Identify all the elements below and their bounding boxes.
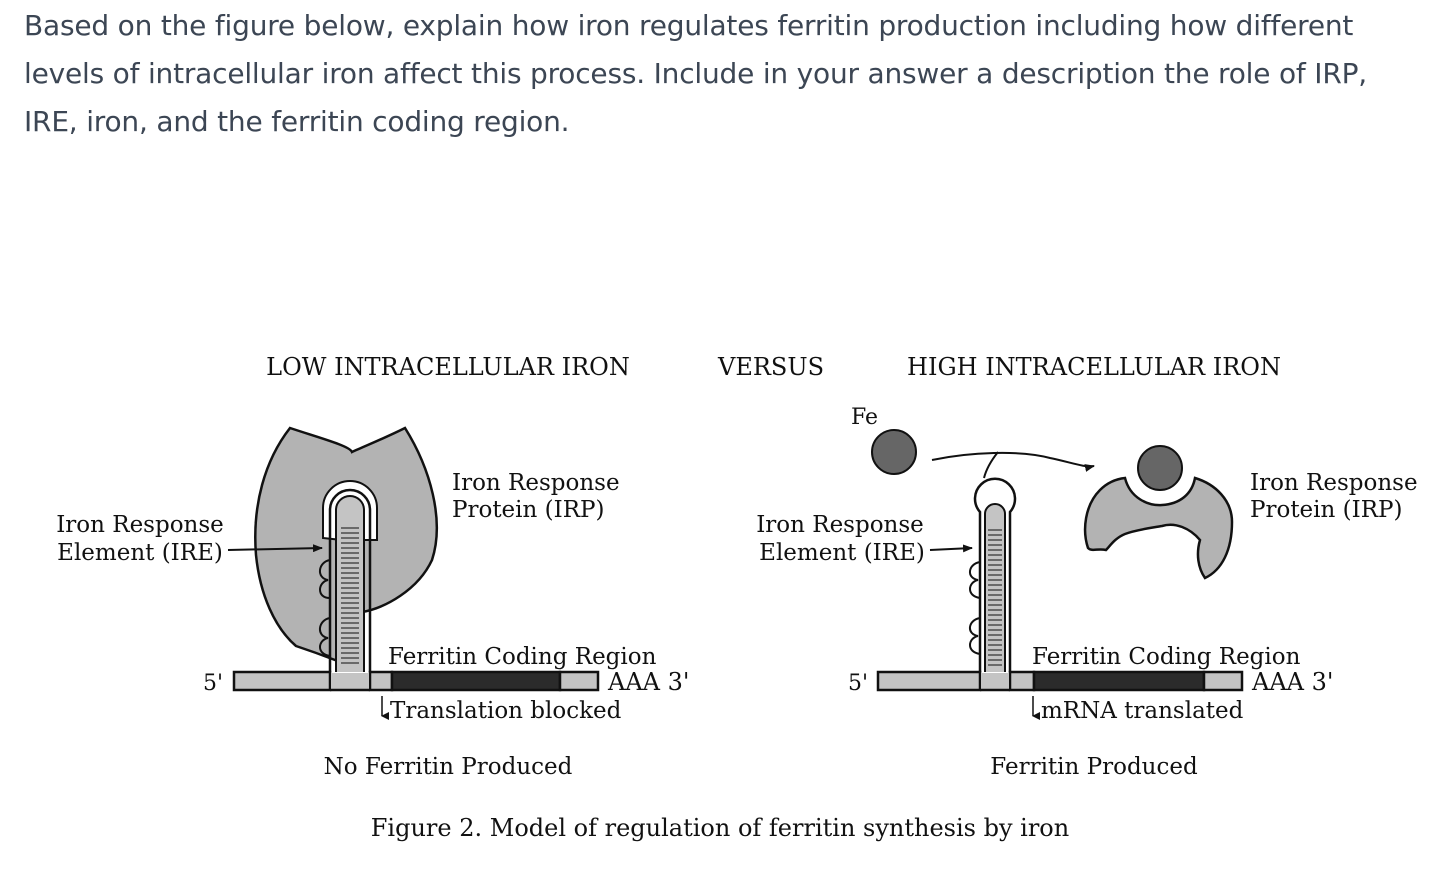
right-panel: Fe [756,405,1417,780]
right-five-prime: 5' [848,671,868,696]
heading-low-iron: LOW INTRACELLULAR IRON [266,353,630,381]
fe-label: Fe [851,405,878,430]
left-irp-label-line2: Protein (IRP) [452,497,604,523]
left-ire-label-line2: Element (IRE) [57,540,223,566]
left-poly-a-label: AAA 3' [607,668,690,696]
iron-binding-arrow [932,453,1094,466]
right-ferritin-coding-region [1034,672,1204,690]
left-five-prime: 5' [203,671,223,696]
right-coding-region-label: Ferritin Coding Region [1032,644,1301,670]
iron-atom [872,430,916,474]
mrna-5prime-leader [234,672,330,690]
left-coding-region-label: Ferritin Coding Region [388,644,657,670]
left-translation-status: Translation blocked [390,698,622,724]
right-irp-label-line2: Protein (IRP) [1250,497,1402,523]
heading-high-iron: HIGH INTRACELLULAR IRON [907,353,1281,381]
right-ire-arrow [930,548,972,550]
left-outcome: No Ferritin Produced [324,754,573,780]
right-irp-label-line1: Iron Response [1250,470,1418,496]
irp-protein-free [1085,478,1232,578]
left-ire-label-line1: Iron Response [56,512,224,538]
right-poly-a-label: AAA 3' [1251,668,1334,696]
right-outcome: Ferritin Produced [990,754,1198,780]
ferritin-coding-region [392,672,560,690]
right-translation-status: mRNA translated [1041,698,1244,724]
figure-caption: Figure 2. Model of regulation of ferriti… [371,814,1069,842]
heading-versus: VERSUS [717,353,824,381]
right-ire-label-line2: Element (IRE) [759,540,925,566]
left-irp-label-line1: Iron Response [452,470,620,496]
left-panel: Iron Response Element (IRE) Iron Respons… [56,428,689,780]
bound-iron-atom [1138,446,1182,490]
right-ire-label-line1: Iron Response [756,512,924,538]
